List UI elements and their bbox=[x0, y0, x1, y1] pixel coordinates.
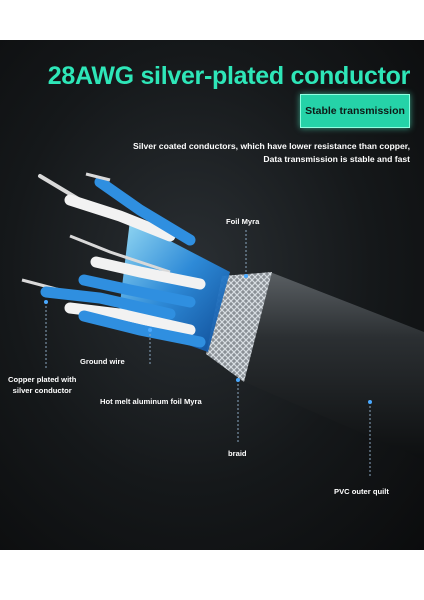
leader-dots bbox=[44, 274, 372, 404]
copper-conductor-label: Copper plated with silver conductor bbox=[8, 374, 76, 396]
ground-wire-label: Ground wire bbox=[80, 357, 125, 366]
braid-section bbox=[206, 272, 272, 382]
pvc-jacket bbox=[240, 272, 424, 460]
braid-label: braid bbox=[228, 449, 247, 458]
description-line-1: Silver coated conductors, which have low… bbox=[133, 141, 410, 151]
page-title: 28AWG silver-plated conductor bbox=[47, 62, 411, 90]
foil-myra-label: Foil Myra bbox=[226, 217, 260, 226]
copper-label-line-1: Copper plated with bbox=[8, 375, 77, 384]
stable-transmission-badge: Stable transmission bbox=[300, 94, 410, 128]
wire-pairs bbox=[21, 172, 206, 348]
description: Silver coated conductors, which have low… bbox=[133, 140, 410, 166]
description-line-2: Data transmission is stable and fast bbox=[263, 154, 410, 164]
pvc-outer-label: PVC outer quilt bbox=[334, 487, 389, 496]
copper-label-line-2: silver conductor bbox=[12, 386, 72, 395]
cable-illustration bbox=[21, 172, 424, 478]
product-image-panel: 28AWG silver-plated conductor Stable tra… bbox=[0, 40, 424, 550]
hot-melt-label: Hot melt aluminum foil Myra bbox=[100, 397, 202, 406]
leader-lines bbox=[45, 230, 371, 478]
